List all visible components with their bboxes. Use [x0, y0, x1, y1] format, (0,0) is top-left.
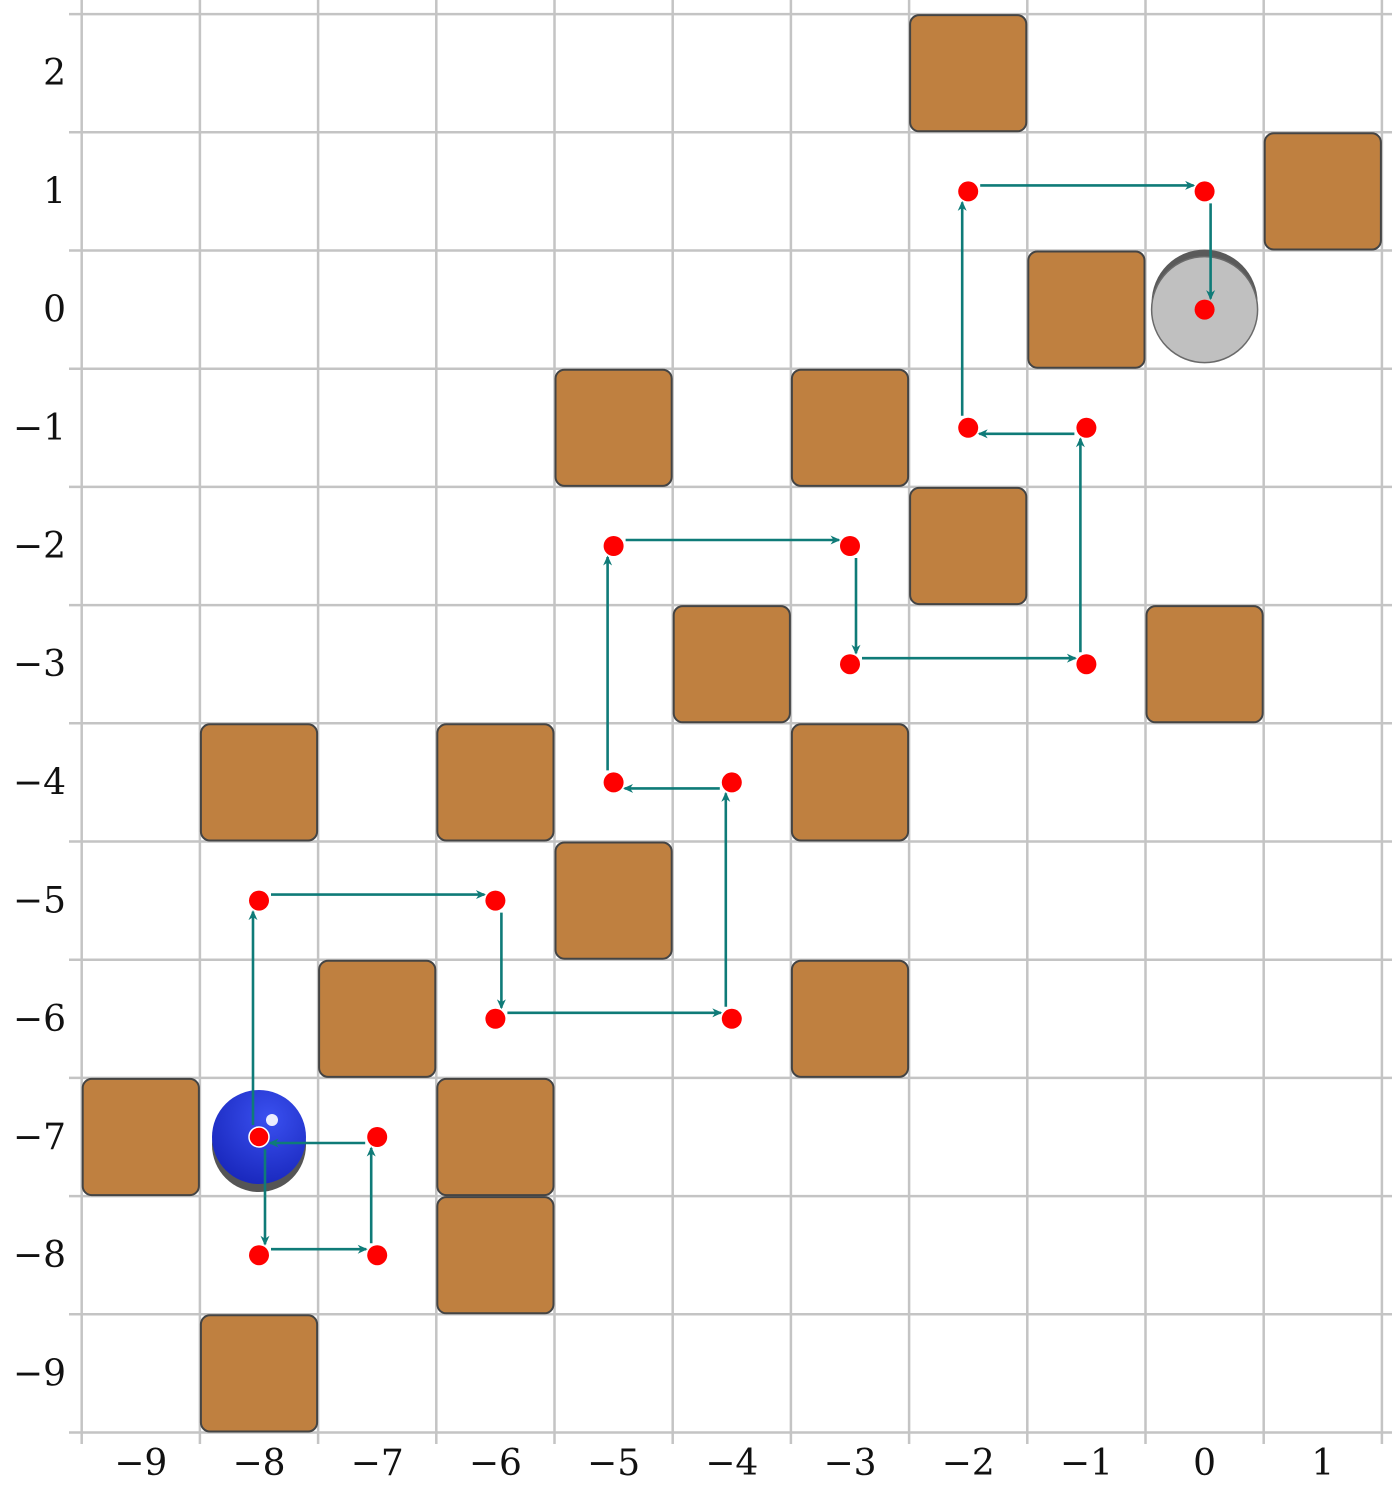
path-waypoint — [1076, 417, 1097, 438]
y-tick-label: 0 — [43, 290, 66, 331]
y-tick-label: 1 — [43, 171, 66, 212]
path-arrows — [248, 180, 1216, 1254]
path-waypoint — [1076, 654, 1097, 675]
y-tick-label: −3 — [13, 644, 66, 685]
path-waypoint — [958, 417, 979, 438]
path-waypoints — [248, 181, 1215, 1266]
path-waypoint — [485, 890, 506, 911]
wall-block — [436, 1196, 555, 1315]
wall-block — [436, 1077, 555, 1197]
y-tick-label: −1 — [13, 408, 66, 449]
x-tick-label: 1 — [1311, 1443, 1334, 1484]
path-waypoint — [958, 181, 979, 202]
wall-block — [436, 723, 555, 842]
x-tick-label: −8 — [232, 1443, 285, 1484]
path-waypoint — [249, 1245, 269, 1266]
path-waypoint — [485, 1008, 506, 1029]
wall-blocks — [81, 14, 1382, 1433]
x-tick-label: −1 — [1060, 1443, 1113, 1484]
x-tick-label: −6 — [469, 1443, 522, 1484]
axis-labels: −9 −8 −7 −6 −5 −4 −3 −2 −1 0 1 2 1 0 −1 −2 −3 −4 −5 −6 −7 −8 −… — [13, 53, 1334, 1484]
x-tick-label: −5 — [587, 1443, 640, 1484]
wall-block — [318, 959, 437, 1078]
wall-block — [909, 486, 1028, 606]
y-tick-label: −2 — [13, 526, 66, 567]
path-waypoint — [367, 1127, 388, 1147]
path-waypoint — [248, 1126, 270, 1148]
path-waypoint — [840, 536, 860, 556]
y-tick-label: −4 — [13, 762, 66, 803]
wall-block — [672, 605, 791, 724]
wall-block — [1145, 605, 1264, 724]
grid-lines — [69, 0, 1392, 1444]
x-tick-label: −3 — [823, 1443, 876, 1484]
wall-block — [1027, 250, 1146, 369]
path-waypoint — [721, 772, 742, 793]
wall-block — [1263, 132, 1382, 251]
path-waypoint — [603, 772, 624, 793]
y-tick-label: −7 — [13, 1117, 66, 1158]
wall-block — [790, 723, 910, 842]
wall-block — [790, 959, 910, 1078]
wall-block — [909, 14, 1028, 133]
path-waypoint — [721, 1008, 742, 1029]
y-tick-label: 2 — [43, 53, 66, 94]
wall-block — [790, 368, 910, 487]
wall-block — [199, 1314, 319, 1433]
path-waypoint — [367, 1245, 388, 1266]
path-waypoint — [249, 890, 269, 911]
path-waypoint — [603, 536, 624, 556]
x-tick-label: −7 — [351, 1443, 404, 1484]
x-tick-label: 0 — [1193, 1443, 1216, 1484]
y-tick-label: −5 — [13, 881, 66, 922]
wall-block — [199, 723, 319, 842]
wall-block — [81, 1077, 200, 1197]
wall-block — [554, 368, 673, 487]
x-tick-label: −4 — [705, 1443, 758, 1484]
x-tick-label: −2 — [942, 1443, 995, 1484]
wall-block — [554, 841, 673, 960]
y-tick-label: −8 — [13, 1235, 66, 1276]
path-waypoint — [1194, 299, 1215, 320]
path-waypoint — [840, 654, 860, 675]
path-waypoint — [1194, 181, 1215, 202]
y-tick-label: −6 — [13, 999, 66, 1040]
y-tick-label: −9 — [13, 1353, 66, 1394]
x-tick-label: −9 — [114, 1443, 167, 1484]
